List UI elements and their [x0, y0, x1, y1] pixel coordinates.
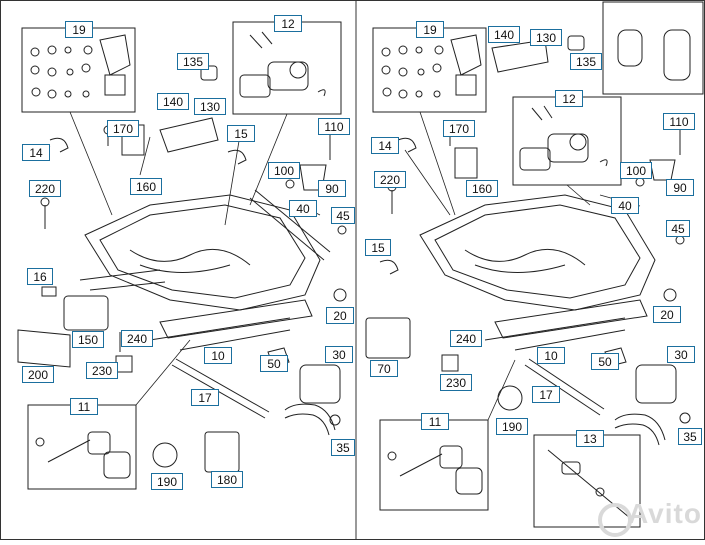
- callout-150-left: 150: [72, 331, 104, 348]
- callout-130-left: 130: [194, 98, 226, 115]
- callout-130-right: 130: [530, 29, 562, 46]
- callout-17-right: 17: [532, 386, 560, 403]
- callout-40-left: 40: [289, 200, 317, 217]
- callout-20-right: 20: [653, 306, 681, 323]
- callout-12-left: 12: [274, 15, 302, 32]
- callout-11-right: 11: [421, 413, 449, 430]
- callout-12-right: 12: [555, 90, 583, 107]
- callout-170-right: 170: [443, 120, 475, 137]
- callout-40-right: 40: [611, 197, 639, 214]
- callout-190-left: 190: [151, 473, 183, 490]
- callout-110-left: 110: [318, 118, 350, 135]
- callout-35-left: 35: [331, 439, 355, 456]
- callout-180-left: 180: [211, 471, 243, 488]
- watermark-text: Avito: [628, 498, 702, 529]
- callout-14-left: 14: [22, 144, 50, 161]
- callout-100-left: 100: [268, 162, 300, 179]
- callout-240-left: 240: [121, 330, 153, 347]
- callout-230-left: 230: [86, 362, 118, 379]
- callout-140-right: 140: [488, 26, 520, 43]
- avito-logo-icon: [598, 503, 632, 537]
- callout-10-left: 10: [204, 347, 232, 364]
- callout-190-right: 190: [496, 418, 528, 435]
- callout-10-right: 10: [537, 347, 565, 364]
- callout-70-right: 70: [370, 360, 398, 377]
- callout-50-right: 50: [591, 353, 619, 370]
- callout-90-left: 90: [318, 180, 346, 197]
- callout-160-right: 160: [466, 180, 498, 197]
- callout-160-left: 160: [130, 178, 162, 195]
- callout-240-right: 240: [450, 330, 482, 347]
- callout-100-right: 100: [620, 162, 652, 179]
- callout-19-left: 19: [65, 21, 93, 38]
- callout-17-left: 17: [191, 389, 219, 406]
- callout-50-left: 50: [260, 355, 288, 372]
- callout-11-left: 11: [70, 398, 98, 415]
- callout-220-left: 220: [29, 180, 61, 197]
- callout-230-right: 230: [440, 374, 472, 391]
- callout-45-right: 45: [666, 220, 690, 237]
- callout-30-left: 30: [325, 346, 353, 363]
- callout-16-left: 16: [27, 268, 53, 285]
- callout-30-right: 30: [667, 346, 695, 363]
- callout-220-right: 220: [374, 171, 406, 188]
- callout-13-right: 13: [576, 430, 604, 447]
- callout-200-left: 200: [22, 366, 54, 383]
- callout-20-left: 20: [326, 307, 354, 324]
- callout-15-right: 15: [365, 239, 391, 256]
- callout-35-right: 35: [678, 428, 702, 445]
- callout-14-right: 14: [371, 137, 399, 154]
- callout-135-left: 135: [177, 53, 209, 70]
- callout-15-left: 15: [227, 125, 255, 142]
- callout-19-right: 19: [416, 21, 444, 38]
- callout-135-right: 135: [570, 53, 602, 70]
- callout-170-left: 170: [107, 120, 139, 137]
- callout-140-left: 140: [157, 93, 189, 110]
- callout-90-right: 90: [666, 179, 694, 196]
- callout-110-right: 110: [663, 113, 695, 130]
- callout-45-left: 45: [331, 207, 355, 224]
